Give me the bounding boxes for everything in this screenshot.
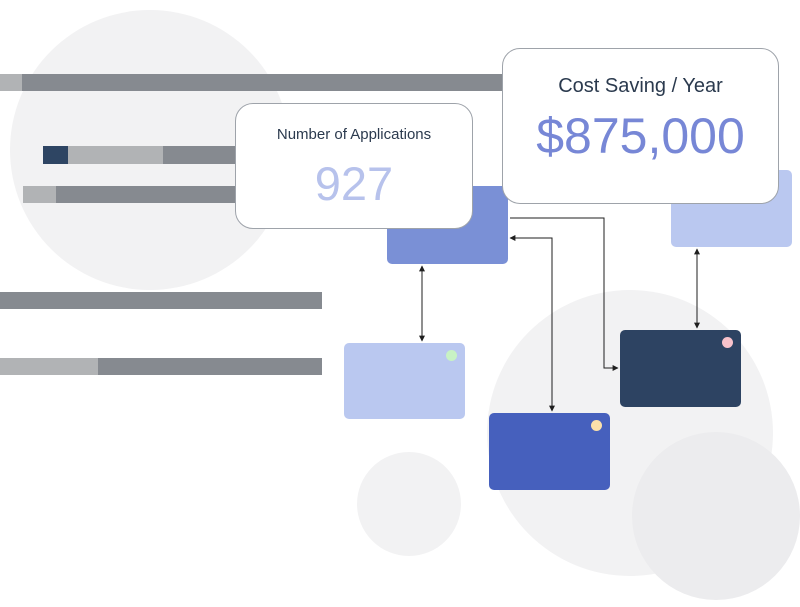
applications-card: Number of Applications 927 (235, 103, 473, 229)
bar-2-segment-light (68, 146, 163, 164)
status-dot-pink (722, 337, 733, 348)
connector-medium-to-royal (509, 235, 555, 412)
connector-medium-to-navy (510, 217, 619, 371)
node-navy-pink-dot (620, 330, 741, 407)
applications-label: Number of Applications (276, 126, 432, 143)
node-royal-blue-yellow-dot (489, 413, 610, 490)
background-circle-small (357, 452, 461, 556)
status-dot-yellow (591, 420, 602, 431)
bar-2-accent (43, 146, 68, 164)
savings-value: $875,000 (536, 108, 745, 164)
bar-4 (0, 292, 322, 309)
background-circle-bottom-right (632, 432, 800, 600)
bar-3-segment-light (23, 186, 56, 203)
bar-1-segment-dark (22, 74, 504, 91)
bar-1-segment-light (0, 74, 22, 91)
applications-value: 927 (314, 157, 394, 210)
savings-label: Cost Saving / Year (558, 75, 723, 97)
node-light-blue-green-dot (344, 343, 465, 419)
savings-card: Cost Saving / Year $875,000 (502, 48, 779, 204)
bar-3-segment-dark (56, 186, 238, 203)
bar-2-segment-dark (163, 146, 238, 164)
status-dot-green (446, 350, 457, 361)
bar-5-segment-dark (98, 358, 322, 375)
bar-5-segment-light (0, 358, 98, 375)
